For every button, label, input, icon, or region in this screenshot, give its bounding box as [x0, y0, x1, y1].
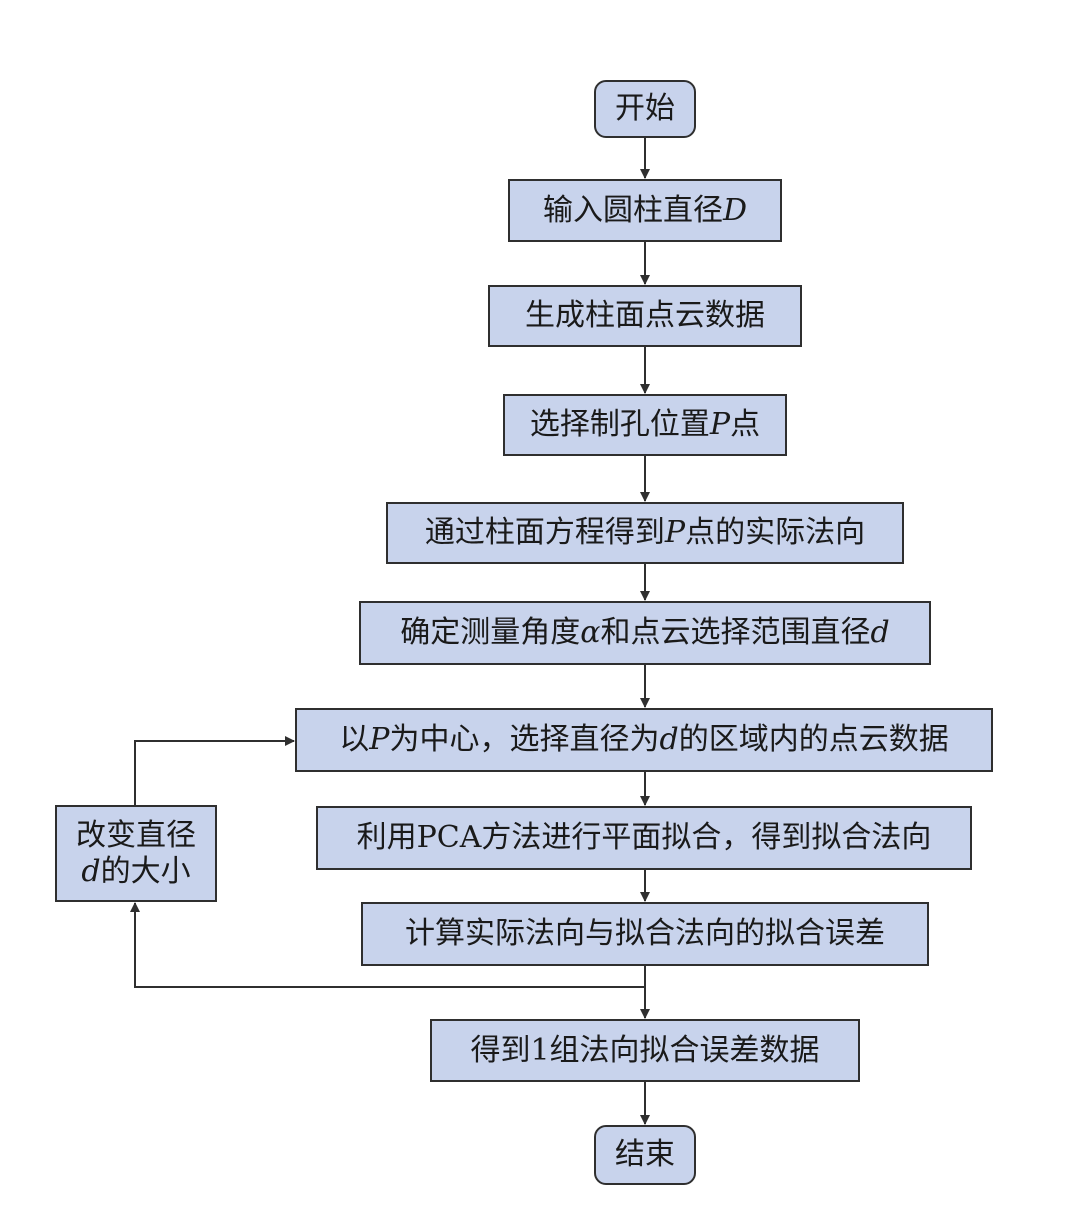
select-region-point: P [369, 722, 390, 757]
pca-fit-label: 利用PCA方法进行平面拟合，得到拟合法向 [356, 820, 932, 855]
end-label: 结束 [615, 1137, 675, 1172]
end-node: 结束 [594, 1125, 696, 1185]
start-node: 开始 [594, 80, 696, 138]
generate-point-cloud-step: 生成柱面点云数据 [488, 285, 802, 347]
generate-point-cloud-label: 生成柱面点云数据 [525, 298, 765, 333]
compute-error-step: 计算实际法向与拟合法向的拟合误差 [361, 902, 929, 966]
pca-fit-step: 利用PCA方法进行平面拟合，得到拟合法向 [316, 806, 972, 870]
actual-normal-variable: P [664, 515, 686, 550]
select-region-diameter: d [659, 722, 679, 757]
select-hole-position-suffix: 点 [730, 407, 761, 442]
select-hole-position-label: 选择制孔位置 [529, 407, 710, 442]
result-data-step: 得到1组法向拟合误差数据 [430, 1019, 860, 1082]
change-diameter-box: 改变直径 d的大小 [55, 805, 217, 902]
select-region-prefix: 以 [339, 722, 370, 757]
compute-error-label: 计算实际法向与拟合法向的拟合误差 [405, 916, 885, 951]
determine-angle-middle: 和点云选择范围直径 [600, 615, 871, 650]
determine-angle-label: 确定测量角度 [400, 615, 581, 650]
select-hole-position-variable: P [709, 407, 731, 442]
input-diameter-label: 输入圆柱直径 [542, 192, 723, 228]
select-region-suffix: 的区域内的点云数据 [678, 722, 949, 757]
change-diameter-line2: d的大小 [81, 854, 190, 890]
change-diameter-suffix: 的大小 [100, 853, 191, 889]
actual-normal-label: 通过柱面方程得到 [424, 515, 665, 550]
determine-angle-alpha: α [580, 615, 601, 650]
loop-line-from-side-box [134, 736, 295, 805]
input-diameter-variable: D [722, 192, 748, 228]
start-label: 开始 [615, 91, 675, 126]
select-region-middle: 为中心，选择直径为 [389, 722, 660, 757]
change-diameter-variable: d [81, 853, 101, 889]
change-diameter-line1: 改变直径 [76, 817, 196, 853]
actual-normal-suffix: 点的实际法向 [685, 515, 866, 550]
result-data-label: 得到1组法向拟合误差数据 [470, 1032, 820, 1068]
determine-angle-diameter: d [870, 615, 890, 650]
loop-line-to-side-box [130, 902, 645, 988]
